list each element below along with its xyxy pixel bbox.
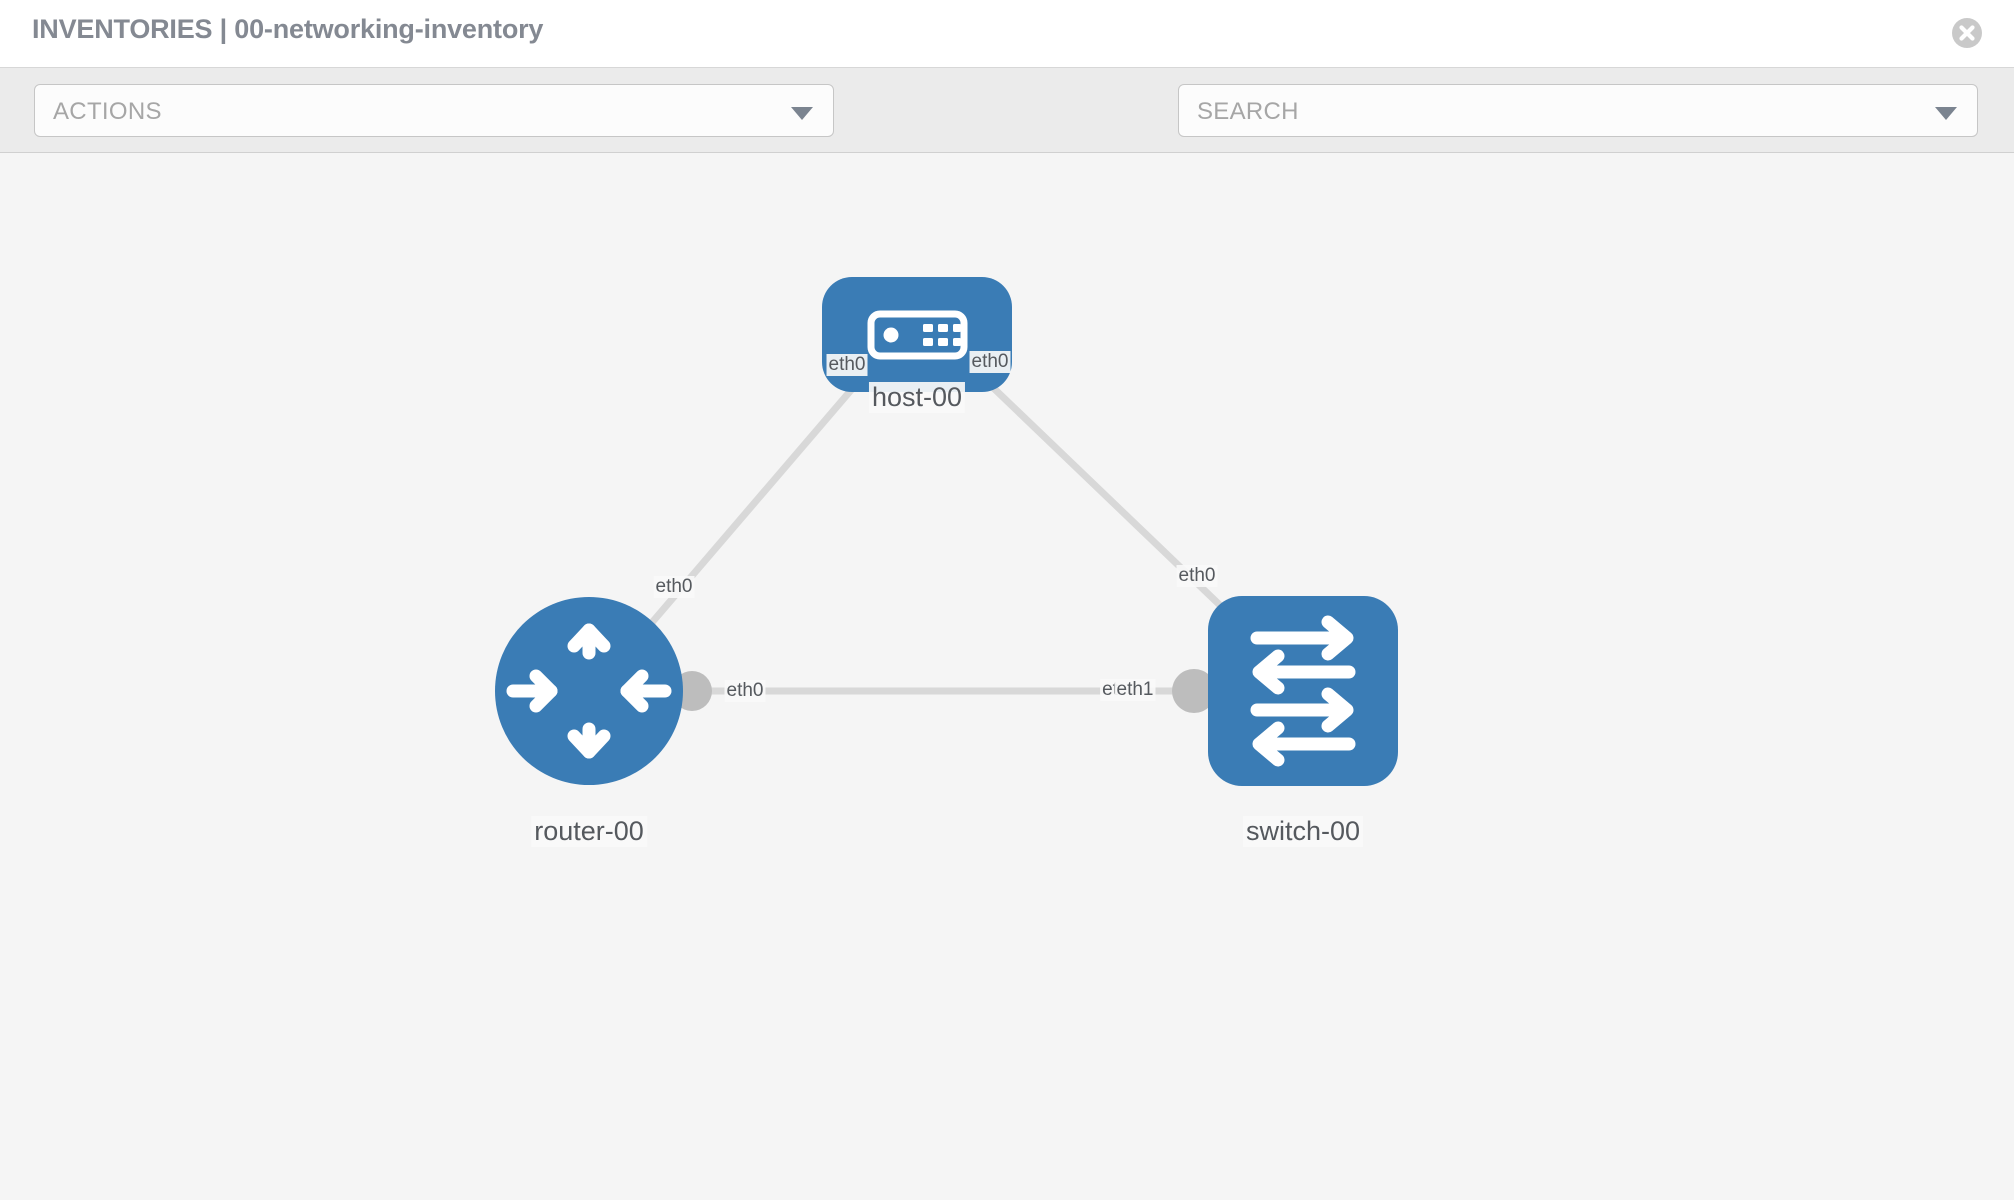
iface-label-switch00-eth1: eth1	[1114, 679, 1156, 701]
actions-dropdown-label: ACTIONS	[53, 98, 162, 125]
toolbar: ACTIONS SEARCH	[0, 68, 2014, 194]
node-host-00	[822, 277, 1012, 392]
chevron-down-icon[interactable]	[1935, 107, 1957, 120]
close-icon[interactable]	[1950, 16, 1984, 50]
node-label-host-00: host-00	[868, 382, 966, 413]
node-switch-00	[1208, 596, 1398, 786]
iface-label-router00-eth0-uplink: eth0	[653, 576, 695, 598]
topology-graph	[495, 277, 1398, 786]
server-icon	[867, 310, 968, 360]
chevron-down-icon	[791, 107, 813, 120]
iface-label-switch00-eth0-uplink: eth0	[1176, 565, 1218, 587]
edge-host00-switch00	[955, 351, 1253, 637]
edge-host00-router00	[622, 351, 885, 657]
node-router-00	[495, 597, 683, 785]
iface-label-host00-eth0-right: eth0	[969, 351, 1011, 373]
router-arrows-icon	[506, 623, 672, 759]
iface-label-host00-eth0-left: eth0	[826, 354, 868, 376]
switch-arrows-icon	[1250, 615, 1356, 767]
node-label-switch-00: switch-00	[1242, 816, 1364, 847]
iface-label-router00-eth0: eth0	[724, 680, 766, 702]
topology-canvas[interactable]: host-00 router-00 switch-00 eth0 eth0 et…	[0, 154, 2014, 1200]
page-title: INVENTORIES | 00-networking-inventory	[32, 14, 544, 44]
search-placeholder: SEARCH	[1197, 98, 1299, 125]
page-header: INVENTORIES | 00-networking-inventory	[0, 0, 2014, 68]
search-input[interactable]: SEARCH	[1178, 84, 1978, 137]
port-switch00-eth1	[1172, 669, 1216, 713]
node-label-router-00: router-00	[531, 816, 647, 847]
actions-dropdown[interactable]: ACTIONS	[34, 84, 834, 137]
